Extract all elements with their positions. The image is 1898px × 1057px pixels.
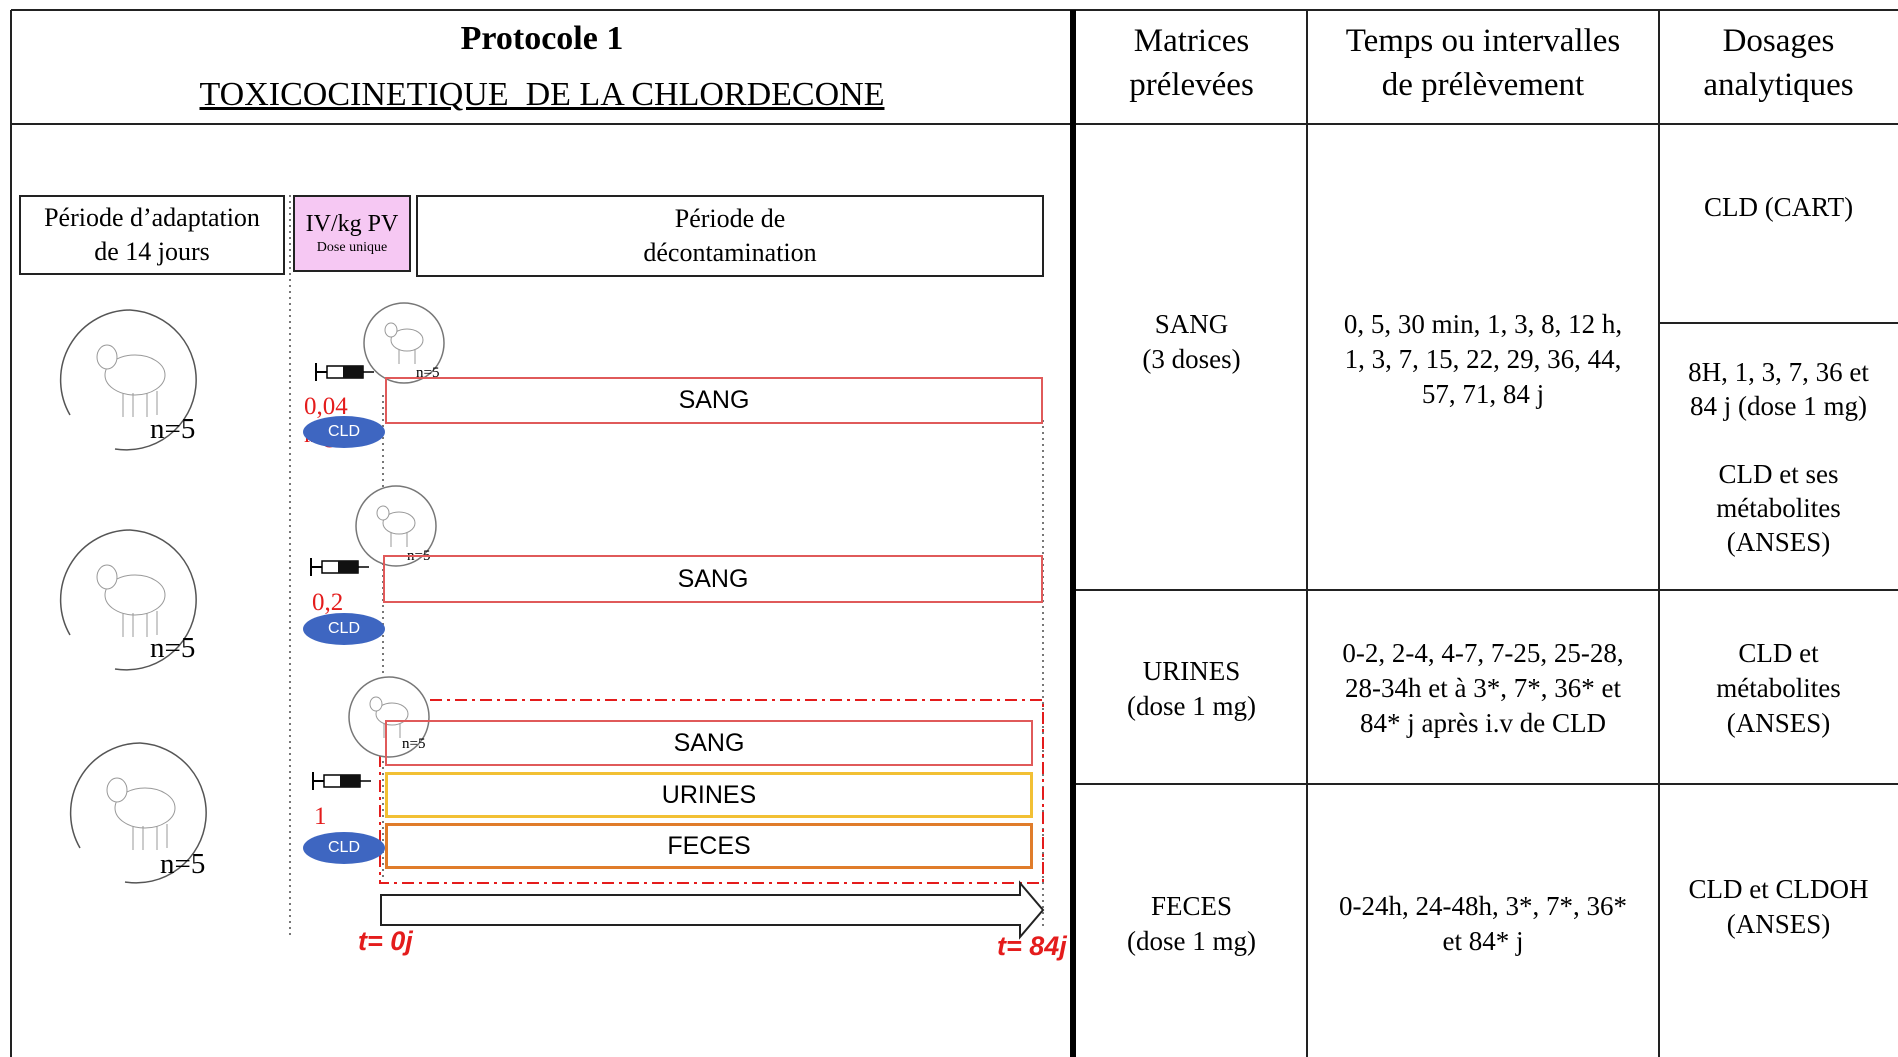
sheep-icon [348,676,430,758]
bar-label: FECES [667,831,751,860]
feces-matrice-cell: FECES (dose 1 mg) [1127,891,1256,956]
syringe-icon [310,558,369,576]
decontamination-period-label: Période de décontamination [643,204,817,267]
feces-dosage-cell: CLD et CLDOH (ANSES) [1688,874,1869,939]
urines-dosage-cell: CLD et métabolites (ANSES) [1716,638,1841,738]
iv-dose-box: IV/kg PV Dose unique [293,195,411,272]
sang-dosage-top-cell: CLD (CART) [1703,192,1854,222]
col-head-dosages: Dosages analytiques [1703,23,1854,103]
sang-dosage-bottom-cell: 8H, 1, 3, 7, 36 et 84 j (dose 1 mg) CLD … [1688,357,1869,557]
group-n-small: n=5 [402,736,426,752]
urines-temps-cell: 0-2, 2-4, 4-7, 7-25, 25-28, 28-34h et à … [1342,638,1624,738]
sang-matrice-cell: SANG (3 doses) [1142,309,1241,374]
syringe-icon [312,772,371,790]
feces-bar: FECES [385,823,1033,869]
bar-label: SANG [673,728,745,757]
feces-temps-cell: 0-24h, 24-48h, 3*, 7*, 36* et 84* j [1339,891,1627,956]
cld-badge: CLD [303,832,385,864]
group-n-large: n=5 [160,848,206,880]
bar-label: URINES [661,780,757,809]
group-n-large: n=5 [150,413,196,445]
protocol-title: Protocole 1 [460,20,624,57]
group-n-large: n=5 [150,632,196,664]
sang-temps-cell: 0, 5, 30 min, 1, 3, 8, 12 h, 1, 3, 7, 15… [1343,309,1623,409]
sang-bar: SANG [385,377,1043,424]
sheep-icon [363,302,445,384]
iv-dose-sublabel: Dose unique [316,240,388,255]
col-head-matrices: Matrices prélevées [1129,23,1254,103]
sheep-icon [59,529,197,671]
timeline-end-label: t= 84j [997,931,1067,961]
adaptation-period-label: Période d’adaptation de 14 jours [44,203,260,266]
cld-badge: CLD [303,416,385,448]
urines-bar: URINES [385,772,1033,818]
bar-label: SANG [678,386,750,414]
protocol-subtitle: TOXICOCINETIQUE DE LA CHLORDECONE [199,76,885,113]
sang-bar: SANG [383,555,1043,603]
iv-dose-label: IV/kg PV [305,211,399,237]
sheep-icon [59,309,197,451]
syringe-icon [315,363,374,381]
urines-matrice-cell: URINES (dose 1 mg) [1127,656,1256,721]
cld-badge: CLD [303,613,385,645]
bar-label: SANG [677,564,749,593]
sheep-icon [355,485,437,567]
col-head-temps: Temps ou intervalles de prélèvement [1345,23,1621,103]
decontamination-period-box: Période de décontamination [416,195,1044,277]
sheep-icon [69,742,207,884]
sang-bar: SANG [385,720,1033,766]
timeline-start-label: t= 0j [358,926,413,956]
adaptation-period-box: Période d’adaptation de 14 jours [19,195,285,275]
